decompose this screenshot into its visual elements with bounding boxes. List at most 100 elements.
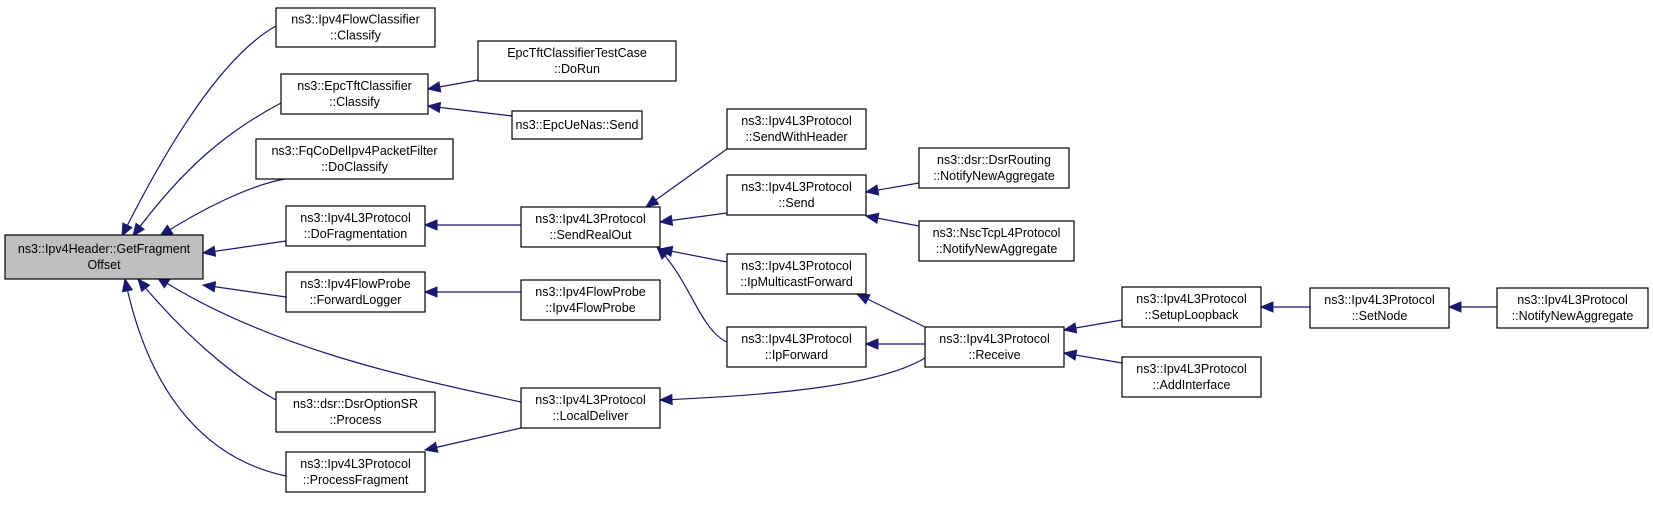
node-label: ns3::EpcTftClassifier [297, 79, 412, 93]
node-box [726, 108, 867, 150]
edge-ipmcast-to-sendreal [658, 245, 728, 263]
node-label: ns3::Ipv4L3Protocol [1517, 293, 1628, 307]
node-label: ns3::Ipv4L3Protocol [939, 332, 1050, 346]
node-box [918, 220, 1075, 262]
node-label: ::ForwardLogger [310, 293, 402, 307]
node-sendreal[interactable]: ns3::Ipv4L3Protocol::SendRealOut [520, 206, 661, 248]
node-dsropt[interactable]: ns3::dsr::DsrOptionSR::Process [275, 391, 436, 433]
node-box [726, 326, 867, 368]
node-addif[interactable]: ns3::Ipv4L3Protocol::AddInterface [1121, 356, 1262, 398]
edge-epctft-to-root [132, 102, 282, 238]
node-notifyna[interactable]: ns3::Ipv4L3Protocol::NotifyNewAggregate [1496, 287, 1649, 329]
node-box [275, 7, 436, 48]
node-sendwh[interactable]: ns3::Ipv4L3Protocol::SendWithHeader [726, 108, 867, 150]
node-label: ns3::Ipv4L3Protocol [741, 332, 852, 346]
node-box [4, 234, 204, 280]
node-box [280, 73, 429, 115]
edge-fwdlog-to-root [201, 281, 287, 298]
node-fqcodel[interactable]: ns3::FqCoDelIpv4PacketFilter::DoClassify [255, 138, 454, 180]
node-box [255, 138, 454, 180]
node-epcue[interactable]: ns3::EpcUeNas::Send [511, 110, 643, 140]
edge-sendwh-to-sendreal [644, 148, 728, 208]
edge-localdel-to-procfrag [423, 427, 522, 453]
node-localdel[interactable]: ns3::Ipv4L3Protocol::LocalDeliver [520, 387, 661, 429]
node-fwdlog[interactable]: ns3::Ipv4FlowProbe::ForwardLogger [285, 271, 426, 313]
edge-epcue-to-epctft [426, 101, 513, 117]
arrowhead-icon [158, 224, 174, 237]
node-label: ::Ipv4FlowProbe [545, 301, 635, 315]
node-epctest[interactable]: EpcTftClassifierTestCase::DoRun [477, 40, 677, 82]
node-procfrag[interactable]: ns3::Ipv4L3Protocol::ProcessFragment [285, 451, 426, 493]
arrowhead-icon [423, 286, 438, 298]
node-label: ns3::Ipv4FlowClassifier [291, 13, 420, 27]
arrowhead-icon [423, 441, 439, 453]
edge-line [656, 246, 728, 343]
node-send[interactable]: ns3::Ipv4L3Protocol::Send [726, 174, 867, 216]
arrowhead-icon [426, 81, 442, 93]
node-receive[interactable]: ns3::Ipv4L3Protocol::Receive [924, 326, 1065, 368]
arrowhead-icon [121, 277, 134, 293]
node-epctft[interactable]: ns3::EpcTftClassifier::Classify [280, 73, 429, 115]
edge-nsctcp-to-send [864, 212, 920, 227]
edge-send-to-sendreal [658, 212, 728, 227]
node-label: ns3::EpcUeNas::Send [516, 118, 639, 132]
node-label: Offset [87, 258, 121, 272]
edge-line [137, 278, 277, 401]
node-box [924, 326, 1065, 368]
node-label: ns3::FqCoDelIpv4PacketFilter [271, 144, 437, 158]
node-label: ::SetupLoopback [1145, 308, 1240, 322]
edge-epctest-to-epctft [426, 79, 479, 93]
arrowhead-icon [132, 222, 146, 238]
node-box [726, 174, 867, 216]
node-box [477, 40, 677, 82]
node-label: ::SetNode [1352, 309, 1408, 323]
node-dsrrout[interactable]: ns3::dsr::DsrRouting::NotifyNewAggregate [918, 147, 1070, 189]
node-box [520, 206, 661, 248]
node-nsctcp[interactable]: ns3::NscTcpL4Protocol::NotifyNewAggregat… [918, 220, 1075, 262]
arrowhead-icon [656, 246, 670, 260]
node-label: ::DoRun [554, 62, 600, 76]
arrowhead-icon [864, 184, 880, 196]
edge-line [124, 278, 287, 477]
edge-notifyna-to-setnode [1447, 301, 1497, 313]
edge-line [659, 357, 926, 401]
edge-flowcls-to-root [121, 25, 277, 238]
edge-receive-to-ipmcast [855, 293, 926, 328]
node-setuplb[interactable]: ns3::Ipv4L3Protocol::SetupLoopback [1121, 286, 1262, 328]
node-setnode[interactable]: ns3::Ipv4L3Protocol::SetNode [1309, 287, 1450, 329]
node-label: ns3::Ipv4Header::GetFragment [18, 242, 191, 256]
node-label: ns3::Ipv4L3Protocol [741, 180, 852, 194]
node-label: ns3::Ipv4L3Protocol [300, 211, 411, 225]
edge-line [132, 102, 282, 237]
node-box [275, 391, 436, 433]
edge-dsropt-to-root [137, 277, 277, 401]
node-label: ::NotifyNewAggregate [1512, 309, 1634, 323]
edge-sendreal-to-dofrag [423, 219, 521, 231]
node-label: ns3::Ipv4L3Protocol [535, 212, 646, 226]
node-probe[interactable]: ns3::Ipv4FlowProbe::Ipv4FlowProbe [520, 279, 661, 321]
edge-probe-to-fwdlog [423, 286, 521, 298]
node-label: ::DoClassify [321, 160, 388, 174]
node-label: ns3::Ipv4L3Protocol [1324, 293, 1435, 307]
node-label: ns3::Ipv4L3Protocol [741, 114, 852, 128]
edge-fqcodel-to-root [158, 178, 286, 237]
node-dofrag[interactable]: ns3::Ipv4L3Protocol::DoFragmentation [285, 205, 426, 247]
edge-receive-to-localdel [658, 357, 926, 406]
arrowhead-icon [137, 277, 151, 293]
node-box [726, 253, 867, 295]
node-box [1496, 287, 1649, 329]
node-box [511, 110, 643, 140]
arrowhead-icon [121, 222, 133, 238]
edges-layer [121, 25, 1497, 477]
node-ipmcast[interactable]: ns3::Ipv4L3Protocol::IpMulticastForward [726, 253, 867, 295]
node-ipfwd[interactable]: ns3::Ipv4L3Protocol::IpForward [726, 326, 867, 368]
arrowhead-icon [423, 219, 438, 231]
edge-receive-to-ipfwd [864, 338, 925, 350]
node-label: ::IpForward [765, 348, 828, 362]
edge-dsrrout-to-send [864, 182, 920, 196]
node-box [285, 205, 426, 247]
arrowhead-icon [855, 293, 871, 305]
node-flowcls[interactable]: ns3::Ipv4FlowClassifier::Classify [275, 7, 436, 48]
edge-line [427, 105, 513, 117]
